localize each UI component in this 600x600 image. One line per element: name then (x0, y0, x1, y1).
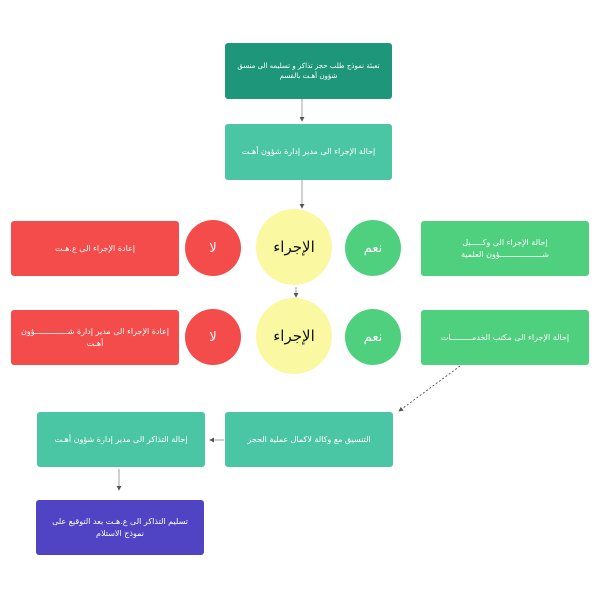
refer-tickets-node: إحالة التذاكر الى مدير إدارة شؤون أهـت (37, 412, 205, 467)
no-1-circle: لا (185, 220, 241, 276)
refer-admin-node: إحالة الإجراء الى مدير إدارة شؤون أهـت (225, 124, 392, 180)
yes-2-label: نعم (363, 329, 383, 345)
decision-2-circle: الإجراء (256, 298, 332, 374)
yes-2-circle: نعم (345, 309, 401, 365)
no-2-label: لا (209, 329, 217, 345)
return-2-node: إعادة الإجراء الى مدير إدارة شــــــــــ… (11, 310, 179, 365)
decision-2-label: الإجراء (273, 327, 315, 345)
deliver-node: تسليم التذاكر الى ع.هـت بعد التوقيع على … (36, 500, 204, 555)
no-1-label: لا (209, 240, 217, 256)
decision-1-circle: الإجراء (256, 209, 332, 285)
no-2-circle: لا (185, 309, 241, 365)
refer-vice-node: إحالة الإجراء الى وكـــــيل شـــــــــــ… (421, 221, 589, 276)
return-1-label: إعادة الإجراء الى ع.هـت (55, 243, 136, 253)
yes-1-circle: نعم (345, 220, 401, 276)
refer-services-node: إحالة الإجراء الى مكتب الخدمـــــــــات (421, 310, 589, 365)
fill-form-node: تعبئة نموذج طلب حجز تذاكر و تسليمه الى م… (225, 43, 392, 99)
refer-services-label: إحالة الإجراء الى مكتب الخدمـــــــــات (440, 332, 570, 342)
return-1-node: إعادة الإجراء الى ع.هـت (11, 221, 179, 276)
refer-admin-label: إحالة الإجراء الى مدير إدارة شؤون أهـت (241, 147, 376, 157)
coordinate-label: التنسيق مع وكالة لاكمال عملية الحجز (247, 434, 371, 444)
fill-form-label: تعبئة نموذج طلب حجز تذاكر و تسليمه الى م… (237, 61, 380, 80)
refer-tickets-label: إحالة التذاكر الى مدير إدارة شؤون أهـت (54, 434, 188, 444)
refer-vice-label: إحالة الإجراء الى وكـــــيل شـــــــــــ… (461, 237, 549, 259)
return-2-label: إعادة الإجراء الى مدير إدارة شــــــــــ… (21, 326, 169, 348)
deliver-label: تسليم التذاكر الى ع.هـت بعد التوقيع على … (52, 516, 188, 538)
arrow-services-to-coordinate (398, 365, 461, 412)
decision-1-label: الإجراء (273, 238, 315, 256)
yes-1-label: نعم (363, 240, 383, 256)
coordinate-node: التنسيق مع وكالة لاكمال عملية الحجز (225, 412, 393, 467)
